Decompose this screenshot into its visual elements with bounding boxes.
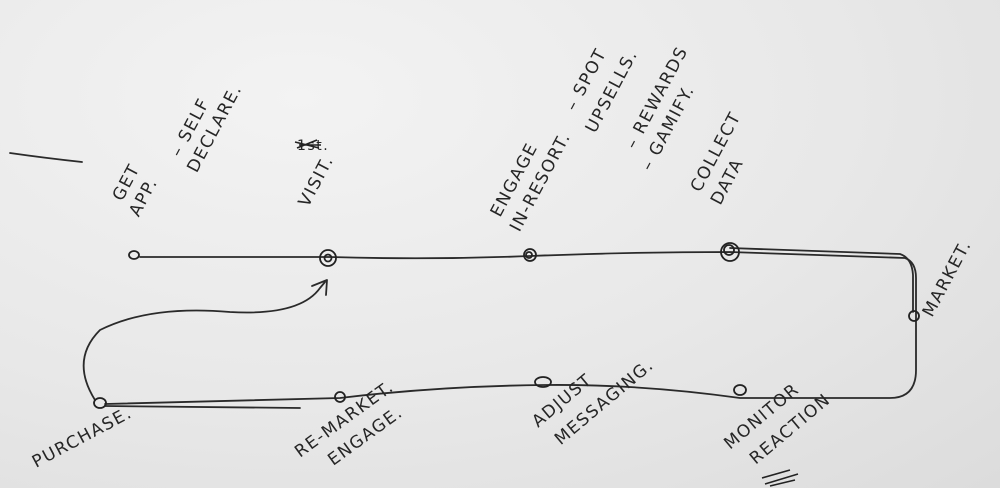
label-monitor-reaction: MONITOR REACTION (720, 379, 835, 468)
node-purchase (93, 397, 107, 409)
node-visit (319, 249, 337, 267)
label-self-declare: – SELF DECLARE. (167, 81, 247, 176)
return-arrow-path (82, 281, 326, 401)
node-get-app (128, 250, 140, 260)
node-markers (93, 242, 920, 409)
svg-text:VISIT.: VISIT. (295, 152, 339, 210)
node-adjust (534, 376, 552, 388)
label-get-app: GET APP. (109, 161, 162, 220)
node-re-market (334, 391, 346, 403)
journey-loop-path (104, 251, 917, 405)
label-purchase: PURCHASE. (29, 403, 136, 472)
svg-text:MARKET.: MARKET. (919, 237, 976, 321)
node-monitor (733, 384, 747, 396)
corner-overstroke (729, 247, 914, 313)
label-market: MARKET. (919, 237, 976, 321)
node-collect-data (720, 242, 740, 262)
label-collect-data: COLLECT DATA (687, 109, 748, 209)
node-market (908, 310, 920, 322)
label-visit: VISIT. (295, 152, 339, 210)
label-adjust-messaging: ADJUST MESSAGING. (528, 355, 658, 449)
purchase-underline (104, 405, 301, 409)
node-collect-data-inner (723, 244, 735, 256)
scribble-mark (761, 469, 799, 487)
node-engage (523, 248, 537, 262)
node-visit-inner (323, 253, 333, 263)
strikeout-first: 1st. (294, 138, 328, 154)
label-engage: ENGAGE IN-RESORT. (487, 129, 576, 235)
return-arrow-head (311, 279, 328, 296)
labels: GET APP. – SELF DECLARE. 1st. VISIT. ENG… (29, 43, 976, 487)
label-spot-upsells: – SPOT UPSELLS. (562, 45, 643, 136)
svg-text:PURCHASE.: PURCHASE. (29, 403, 136, 472)
label-re-market-engage: RE-MARKET. ENGAGE. (291, 377, 407, 470)
node-engage-inner (525, 251, 533, 259)
stray-pen-stroke (9, 152, 83, 163)
